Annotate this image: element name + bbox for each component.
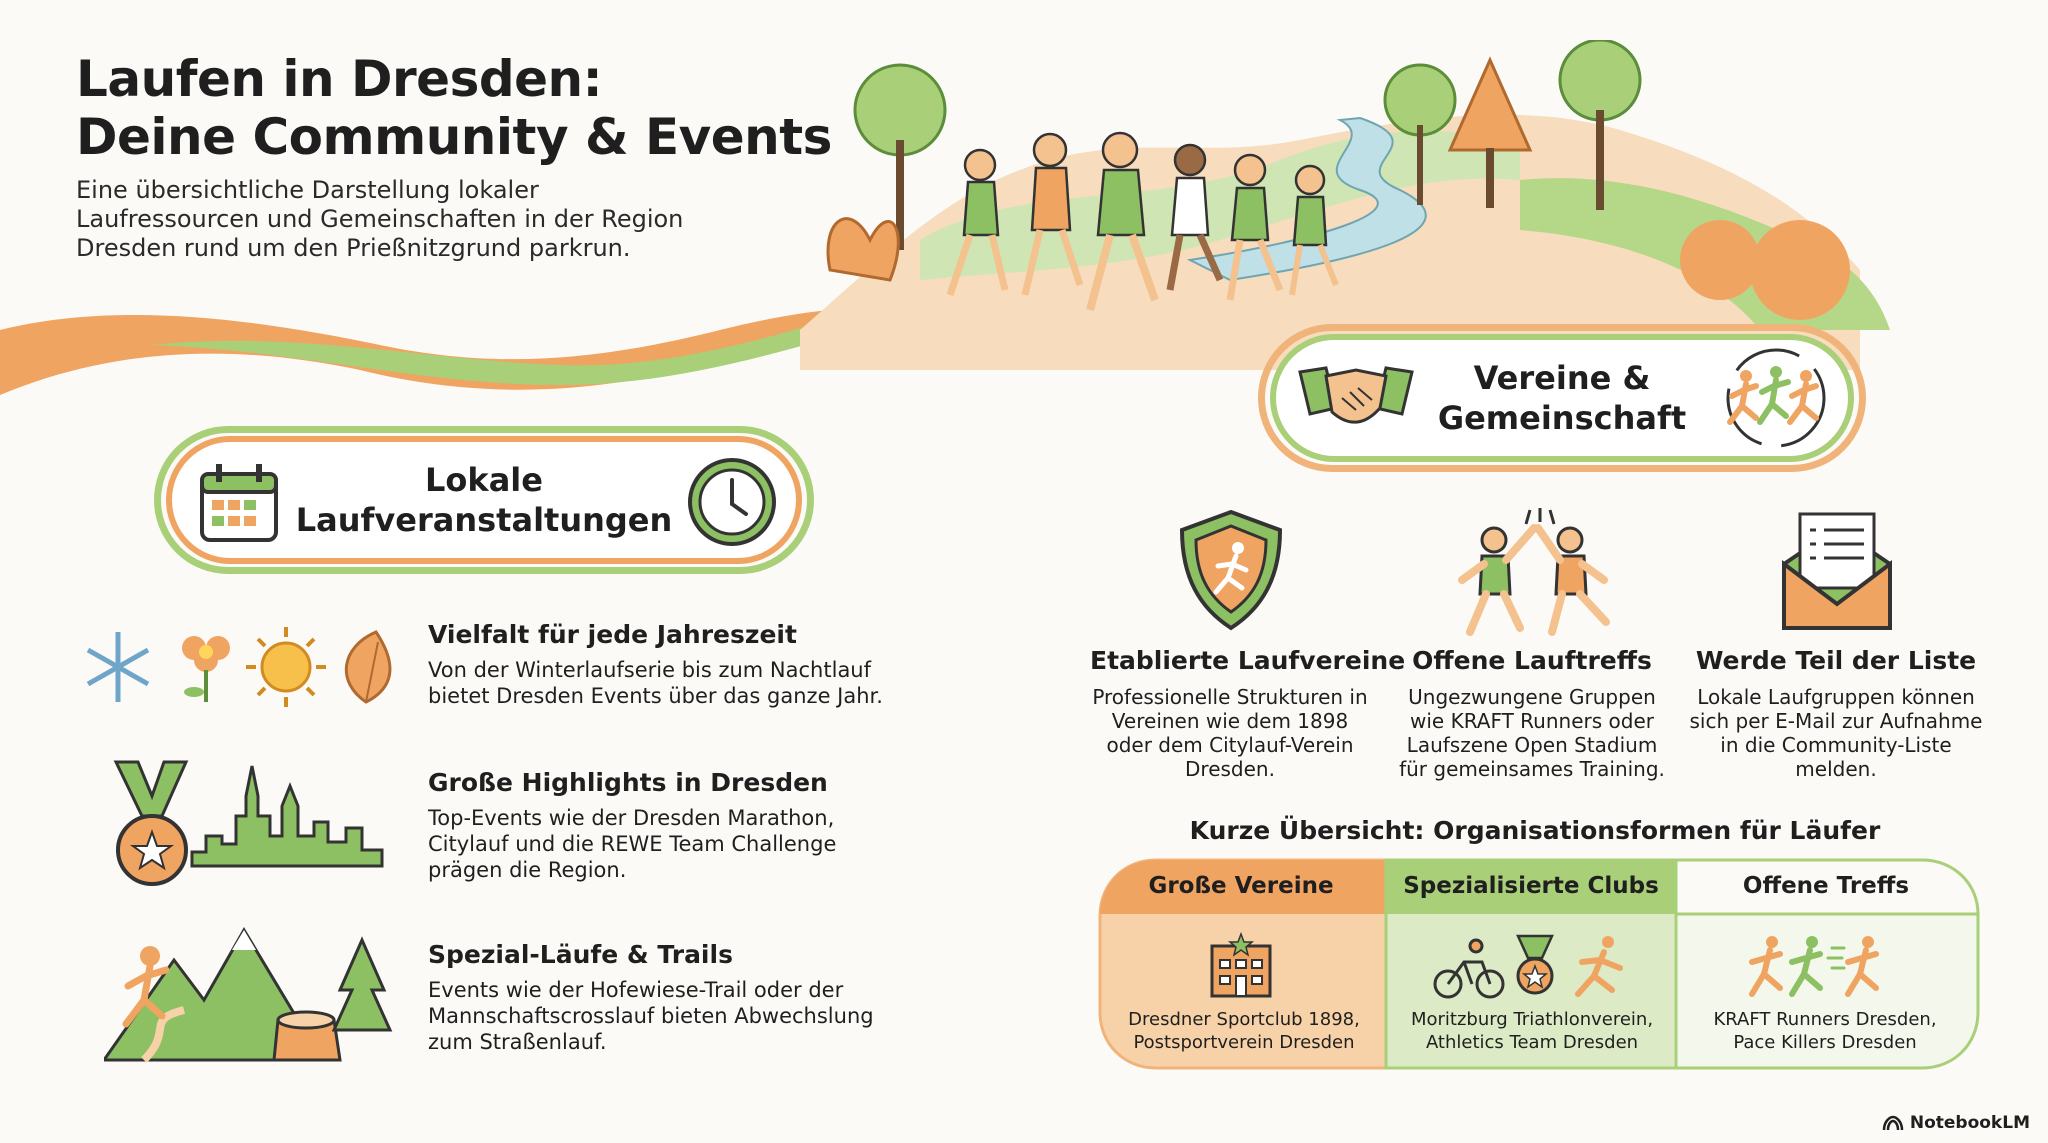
- community-column-text: Professionelle Strukturen in Vereinen wi…: [1092, 685, 1368, 781]
- community-column-open-groups: Offene Lauftreffs Ungezwungene Gruppen w…: [1396, 646, 1668, 781]
- overview-cell-large-clubs: Dresdner Sportclub 1898, Postsportverein…: [1128, 1009, 1360, 1053]
- community-heading-line-2: Gemeinschaft: [1437, 399, 1687, 437]
- building-icon: [1210, 932, 1272, 998]
- overview-head-special-clubs: Spezialisierte Clubs: [1403, 873, 1659, 899]
- community-column-title: Offene Lauftreffs: [1412, 646, 1652, 675]
- runners-landscape-illustration: [800, 40, 1890, 370]
- overview-cell-special-clubs: Moritzburg Triathlonverein, Athletics Te…: [1410, 1009, 1654, 1053]
- event-item-text: Events wie der Hofewiese-Trail oder der …: [428, 978, 874, 1054]
- community-column-text: Lokale Laufgruppen können sich per E-Mai…: [1689, 685, 1983, 781]
- runner-icon: [1575, 936, 1623, 997]
- community-heading: Vereine & Gemeinschaft: [1438, 358, 1686, 438]
- community-heading-line-1: Vereine &: [1473, 359, 1651, 397]
- page-title: Laufen in Dresden: Deine Community & Eve…: [76, 50, 832, 166]
- medal-skyline-icon: [113, 760, 384, 886]
- event-item-highlights: Große Highlights in Dresden Top-Events w…: [428, 768, 908, 883]
- runners-group-icon: [1726, 348, 1826, 448]
- notebooklm-logo-icon: [1882, 1115, 1904, 1131]
- overview-cell-open-groups: KRAFT Runners Dresden, Pace Killers Dres…: [1713, 1009, 1937, 1053]
- cyclist-icon: [1433, 938, 1505, 999]
- sun-icon: [246, 627, 326, 707]
- high-five-icon: [1458, 508, 1610, 636]
- notebooklm-brand-text: NotebookLM: [1909, 1113, 2030, 1133]
- overview-head-open-groups: Offene Treffs: [1742, 873, 1910, 899]
- event-item-trails: Spezial-Läufe & Trails Events wie der Ho…: [428, 940, 908, 1055]
- event-item-text: Von der Winterlaufserie bis zum Nachtlau…: [428, 658, 883, 708]
- events-heading-line-1: Lokale: [425, 461, 543, 499]
- overview-heading: Kurze Übersicht: Organisationsformen für…: [1189, 816, 1881, 845]
- medal-icon: [113, 760, 189, 886]
- flower-icon: [182, 636, 230, 702]
- autumn-leaf-icon: [344, 630, 392, 704]
- overview-head-large-clubs: Große Vereine: [1148, 873, 1334, 899]
- community-column-title: Werde Teil der Liste: [1695, 646, 1977, 675]
- notebooklm-brand: NotebookLM: [1882, 1113, 2030, 1133]
- community-column-title: Etablierte Laufvereine: [1090, 646, 1406, 675]
- events-heading: Lokale Laufveranstaltungen: [296, 460, 673, 540]
- community-column-join-list: Werde Teil der Liste Lokale Laufgruppen …: [1686, 646, 1986, 781]
- title-line-2: Deine Community & Events: [76, 108, 832, 166]
- event-item-seasons: Vielfalt für jede Jahreszeit Von der Win…: [428, 620, 908, 709]
- seasons-icon-row: [86, 627, 392, 707]
- medal-icon: [1516, 934, 1554, 995]
- event-item-title: Vielfalt für jede Jahreszeit: [428, 620, 797, 649]
- trail-run-icon: [104, 927, 393, 1063]
- triathlon-icons: [1433, 934, 1623, 999]
- title-line-1: Laufen in Dresden:: [76, 50, 603, 108]
- community-heading-pill-outer: [1258, 324, 1866, 472]
- snowflake-icon: [86, 632, 150, 702]
- clock-icon: [688, 458, 776, 546]
- community-column-clubs: Etablierte Laufvereine Professionelle St…: [1090, 646, 1406, 781]
- event-item-title: Große Highlights in Dresden: [428, 768, 828, 797]
- dresden-skyline-icon: [190, 765, 384, 868]
- page-subtitle: Eine übersichtliche Darstellung lokaler …: [76, 176, 684, 262]
- community-column-text: Ungezwungene Gruppen wie KRAFT Runners o…: [1399, 685, 1665, 781]
- handshake-icon: [1298, 366, 1414, 424]
- events-heading-pill-outer: [154, 426, 814, 574]
- events-heading-line-2: Laufveranstaltungen: [295, 501, 673, 539]
- running-group-icons: [1749, 936, 1879, 997]
- event-item-text: Top-Events wie der Dresden Marathon, Cit…: [428, 806, 837, 882]
- envelope-list-icon: [1782, 512, 1892, 630]
- calendar-icon: [200, 464, 278, 542]
- shield-runner-icon: [1179, 509, 1283, 631]
- event-item-title: Spezial-Läufe & Trails: [428, 940, 733, 969]
